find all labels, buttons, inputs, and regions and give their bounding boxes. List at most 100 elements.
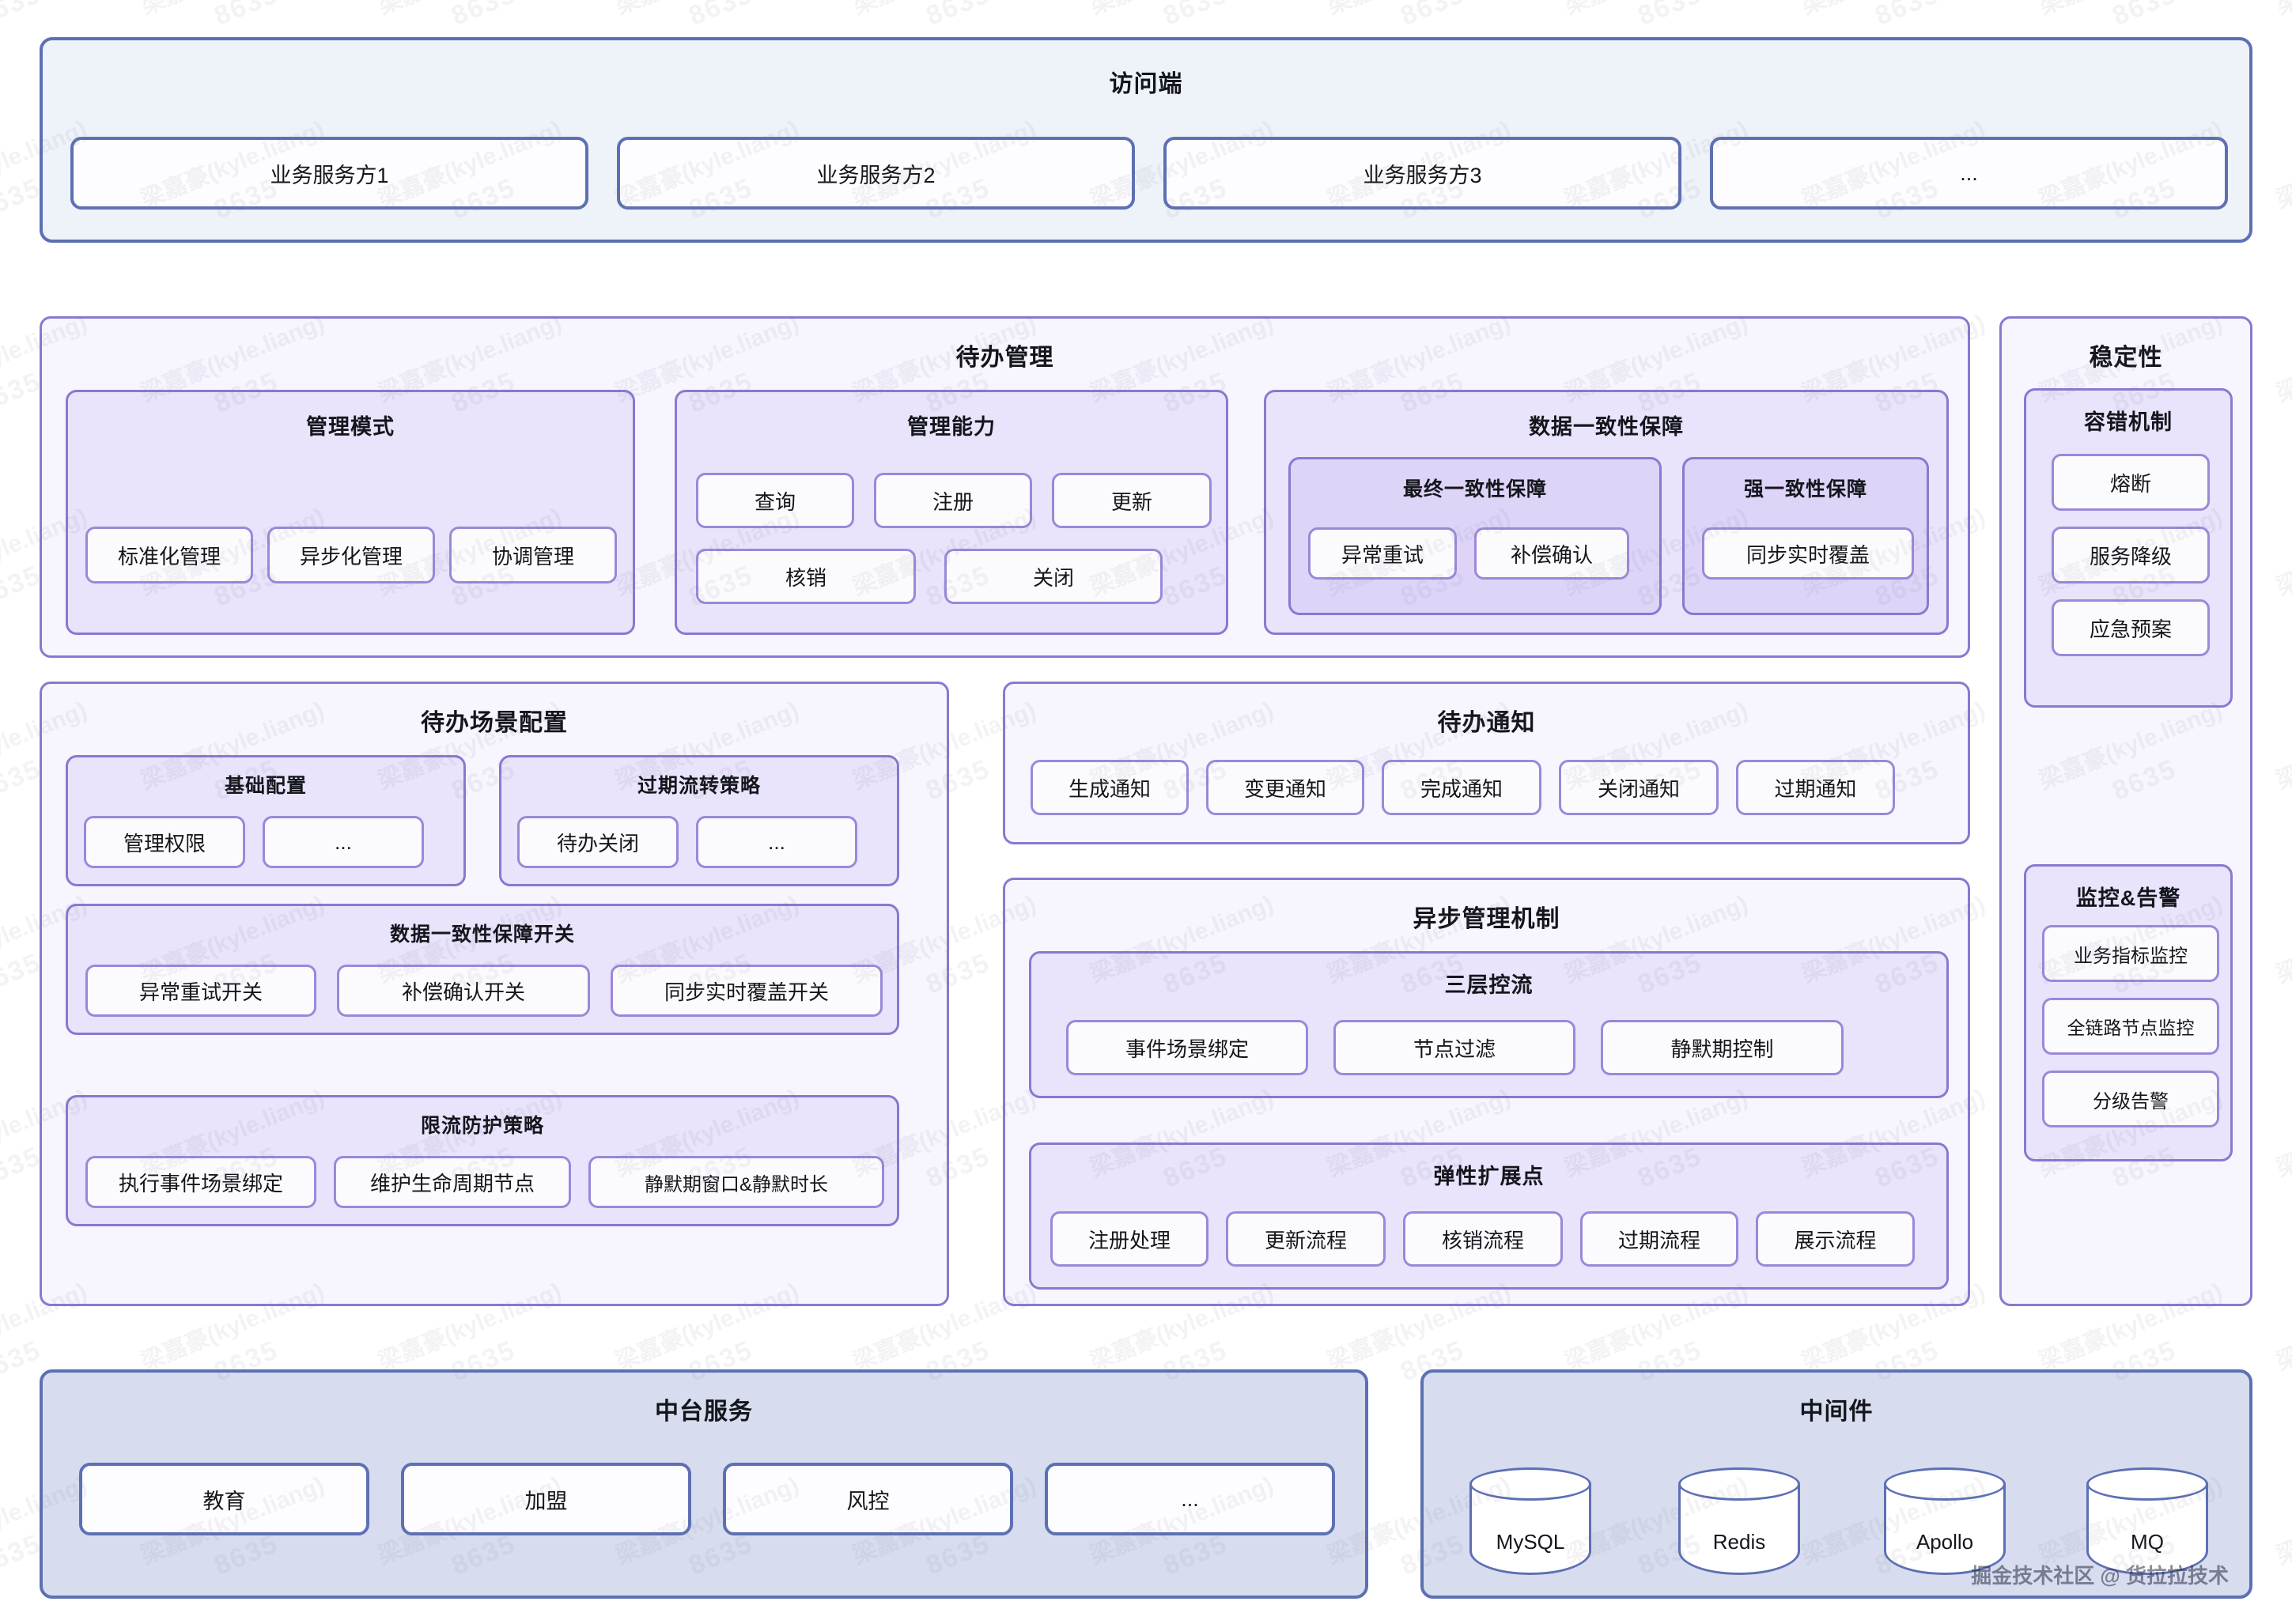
three-layer-item[interactable]: 事件场景绑定 [1066,1020,1308,1075]
management-capability-title: 管理能力 [907,415,996,439]
fault-tolerance-item[interactable]: 熔断 [2052,454,2210,511]
extension-item[interactable]: 注册处理 [1050,1211,1208,1267]
management-mode-items: 标准化管理 异步化管理 协调管理 [85,527,620,584]
rate-limit-item[interactable]: 维护生命周期节点 [334,1156,571,1208]
cylinder-top [1884,1467,2006,1501]
consistency-switch-panel: 数据一致性保障开关 异常重试开关 补偿确认开关 同步实时覆盖开关 [66,904,899,1035]
extension-item[interactable]: 过期流程 [1580,1211,1738,1267]
consistency-switch-items: 异常重试开关 补偿确认开关 同步实时覆盖开关 [85,965,884,1017]
capability-item[interactable]: 更新 [1052,473,1212,528]
notification-item[interactable]: 关闭通知 [1559,760,1719,815]
access-item[interactable]: 业务服务方2 [617,137,1135,210]
todo-management-panel: 待办管理 管理模式 标准化管理 异步化管理 协调管理 管理能力 查询 注册 更新… [40,316,1970,658]
fault-tolerance-item[interactable]: 服务降级 [2052,527,2210,584]
monitoring-item[interactable]: 业务指标监控 [2042,925,2219,982]
rate-limit-title: 限流防护策略 [420,1115,544,1137]
management-mode-item[interactable]: 协调管理 [449,527,617,584]
watermark-text: 梁嘉豪(kyle.liang)8635 [2272,1084,2292,1182]
notification-title: 待办通知 [1437,710,1536,736]
data-consistency-panel: 数据一致性保障 最终一致性保障 异常重试 补偿确认 强一致性保障 同步实时覆盖 [1264,390,1949,635]
basic-config-item[interactable]: ... [263,816,424,868]
watermark-text: 梁嘉豪(kyle.liang)8635 [2272,1471,2292,1569]
access-item[interactable]: 业务服务方3 [1163,137,1681,210]
strong-consistency-items: 同步实时覆盖 [1702,527,1914,580]
rate-limit-item[interactable]: 执行事件场景绑定 [85,1156,316,1208]
extension-item[interactable]: 展示流程 [1756,1211,1915,1267]
rate-limit-item[interactable]: 静默期窗口&静默时长 [588,1156,884,1208]
notification-item[interactable]: 变更通知 [1206,760,1364,815]
notification-items: 生成通知 变更通知 完成通知 关闭通知 过期通知 [1031,760,1947,815]
watermark-text: 梁嘉豪(kyle.liang)8635 [2272,890,2292,988]
stability-panel: 稳定性 容错机制 熔断 服务降级 应急预案 监控&告警 业务指标监控 全链路节点… [1999,316,2252,1306]
middleware-cylinder-apollo[interactable]: Apollo [1884,1467,2006,1575]
three-layer-items: 事件场景绑定 节点过滤 静默期控制 [1066,1020,1916,1075]
consistency-switch-item[interactable]: 同步实时覆盖开关 [611,965,883,1017]
access-item[interactable]: ... [1710,137,2228,210]
todo-management-title: 待办管理 [955,345,1054,371]
watermark-text: 梁嘉豪(kyle.liang)8635 [2271,0,2292,60]
basic-config-item[interactable]: 管理权限 [84,816,245,868]
capability-item[interactable]: 查询 [696,473,854,528]
expire-policy-panel: 过期流转策略 待办关闭 ... [499,755,899,886]
consistency-switch-item[interactable]: 补偿确认开关 [337,965,590,1017]
three-layer-item[interactable]: 节点过滤 [1333,1020,1575,1075]
watermark-text: 梁嘉豪(kyle.liang)8635 [2272,309,2292,407]
strong-item[interactable]: 同步实时覆盖 [1702,527,1914,580]
platform-service-item[interactable]: 风控 [723,1463,1013,1535]
extension-item[interactable]: 更新流程 [1226,1211,1386,1267]
fault-tolerance-item[interactable]: 应急预案 [2052,599,2210,656]
management-mode-item[interactable]: 标准化管理 [85,527,253,584]
strong-consistency-panel: 强一致性保障 同步实时覆盖 [1682,457,1929,615]
notification-item[interactable]: 生成通知 [1031,760,1189,815]
monitoring-title: 监控&告警 [2075,886,2181,910]
middleware-cylinder-redis[interactable]: Redis [1678,1467,1800,1575]
platform-services-title: 中台服务 [655,1399,753,1425]
platform-service-item[interactable]: 加盟 [401,1463,691,1535]
middleware-label: Redis [1712,1530,1766,1554]
platform-services-items: 教育 加盟 风控 ... [79,1463,1335,1535]
notification-item[interactable]: 过期通知 [1736,760,1895,815]
extension-item[interactable]: 核销流程 [1403,1211,1563,1267]
management-capability-row2: 核销 关闭 [696,549,1212,604]
basic-config-panel: 基础配置 管理权限 ... [66,755,466,886]
eventual-consistency-items: 异常重试 补偿确认 [1308,527,1647,580]
capability-item[interactable]: 注册 [874,473,1032,528]
rate-limit-items: 执行事件场景绑定 维护生命周期节点 静默期窗口&静默时长 [85,1156,884,1208]
fault-tolerance-title: 容错机制 [2084,410,2173,434]
monitoring-item[interactable]: 全链路节点监控 [2042,998,2219,1055]
access-item[interactable]: 业务服务方1 [70,137,588,210]
middleware-label: MQ [2131,1530,2164,1554]
three-layer-title: 三层控流 [1444,973,1534,997]
consistency-switch-item[interactable]: 异常重试开关 [85,965,316,1017]
platform-service-item[interactable]: 教育 [79,1463,369,1535]
middleware-label: Apollo [1916,1530,1974,1554]
expire-policy-item[interactable]: ... [696,816,857,868]
notification-panel: 待办通知 生成通知 变更通知 完成通知 关闭通知 过期通知 [1003,682,1970,844]
middleware-cylinder-mq[interactable]: MQ [2086,1467,2208,1575]
cylinder-top [2086,1467,2208,1501]
eventual-item[interactable]: 补偿确认 [1474,527,1629,580]
data-consistency-title: 数据一致性保障 [1529,415,1684,439]
extension-items: 注册处理 更新流程 核销流程 过期流程 展示流程 [1050,1211,1932,1267]
capability-item[interactable]: 核销 [696,549,916,604]
async-mechanism-panel: 异步管理机制 三层控流 事件场景绑定 节点过滤 静默期控制 弹性扩展点 注册处理… [1003,878,1970,1306]
middleware-panel: 中间件 MySQL Redis Apollo MQ 掘金技术社区 @ 货拉拉技术 [1420,1369,2252,1599]
eventual-item[interactable]: 异常重试 [1308,527,1457,580]
management-mode-item[interactable]: 异步化管理 [267,527,435,584]
notification-item[interactable]: 完成通知 [1382,760,1541,815]
three-layer-item[interactable]: 静默期控制 [1601,1020,1844,1075]
watermark-text: 梁嘉豪(kyle.liang)8635 [2272,1278,2292,1376]
strong-consistency-title: 强一致性保障 [1743,478,1867,500]
management-mode-panel: 管理模式 标准化管理 异步化管理 协调管理 [66,390,635,635]
management-mode-title: 管理模式 [306,415,395,439]
middleware-cylinder-mysql[interactable]: MySQL [1469,1467,1591,1575]
eventual-consistency-panel: 最终一致性保障 异常重试 补偿确认 [1288,457,1662,615]
platform-service-item[interactable]: ... [1045,1463,1335,1535]
cylinder-top [1469,1467,1591,1501]
scene-config-panel: 待办场景配置 基础配置 管理权限 ... 过期流转策略 待办关闭 ... 数据一… [40,682,949,1306]
monitoring-item[interactable]: 分级告警 [2042,1071,2219,1127]
source-credit: 掘金技术社区 @ 货拉拉技术 [1971,1564,2229,1588]
capability-item[interactable]: 关闭 [944,549,1163,604]
expire-policy-item[interactable]: 待办关闭 [517,816,679,868]
platform-services-panel: 中台服务 教育 加盟 风控 ... [40,1369,1368,1599]
